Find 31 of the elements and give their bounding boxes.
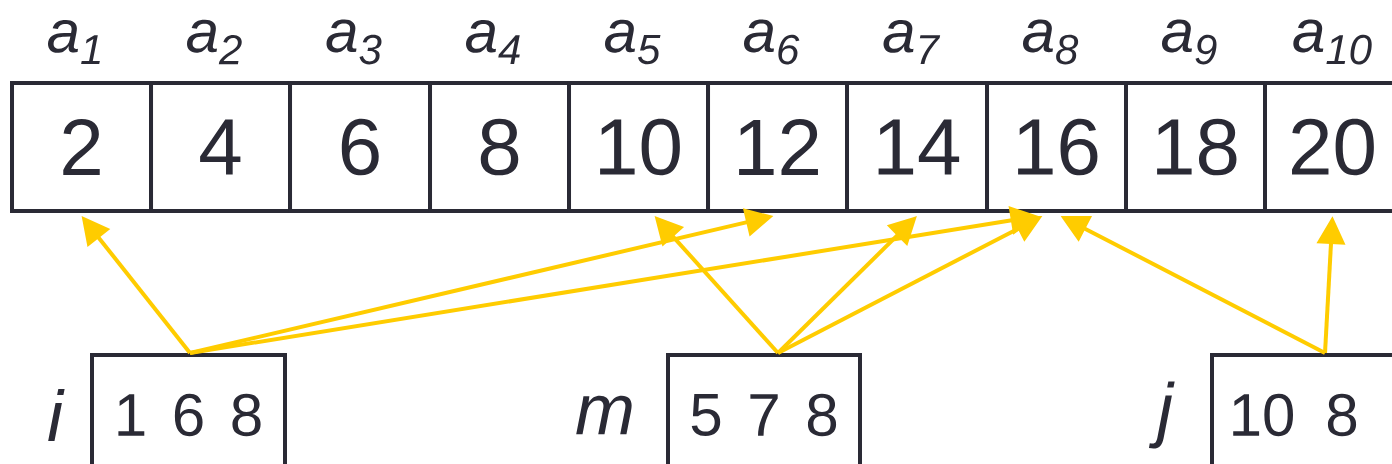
index-label: a$_{7}$ — [883, 20, 941, 64]
index-label: a$_{5}$ — [605, 19, 661, 65]
index-label: a$_{9}$ — [1162, 19, 1217, 65]
pointer-value: 6 — [174, 393, 203, 437]
index-label: a$_{10}$ — [1293, 19, 1372, 65]
variable-label: j — [1148, 381, 1175, 449]
array-cell: 12 — [706, 81, 849, 213]
array-cell: 10 — [567, 81, 710, 213]
array-cell: 18 — [1124, 81, 1267, 213]
array-cell: 20 — [1263, 81, 1392, 213]
index-label: a$_{2}$ — [187, 19, 242, 65]
pointer-value: 5 — [691, 394, 721, 436]
array-cell: 6 — [288, 81, 432, 213]
pointer-value: 10 — [1233, 393, 1293, 437]
index-label: a$_{3}$ — [326, 19, 382, 65]
pointer-value: 8 — [1327, 393, 1357, 437]
array-cell: 4 — [149, 81, 292, 213]
index-label: a$_{8}$ — [1023, 19, 1079, 65]
index-label: a$_{4}$ — [466, 20, 520, 64]
array-cell: 16 — [985, 81, 1128, 213]
pointer-value: 1 — [118, 394, 145, 436]
array-cell: 8 — [428, 81, 571, 213]
pointer-value: 7 — [750, 394, 778, 436]
index-label: a$_{1}$ — [48, 20, 100, 64]
pointer-value: 8 — [232, 393, 261, 437]
array-cell: 14 — [845, 81, 989, 213]
array-cell: 2 — [10, 81, 153, 213]
index-label: a$_{6}$ — [744, 19, 800, 65]
variable-label: m — [576, 395, 632, 435]
pointer-value: 8 — [807, 393, 837, 437]
variable-label: i — [48, 388, 65, 442]
